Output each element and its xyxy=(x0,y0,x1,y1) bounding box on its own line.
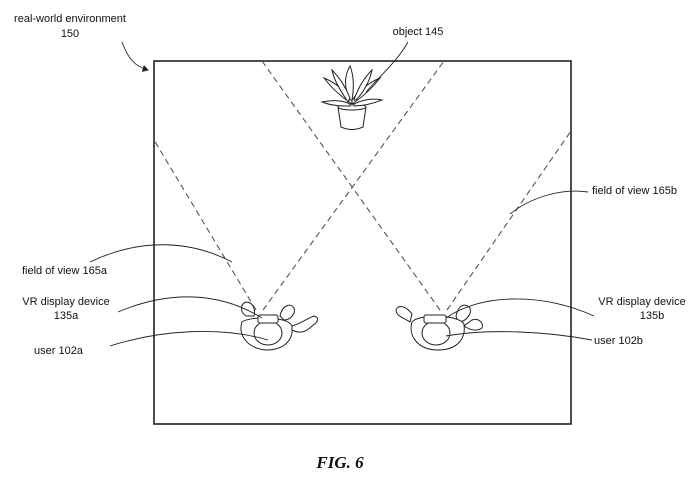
vr-device-a-number: 135a xyxy=(54,310,79,322)
environment-arrow xyxy=(121,41,149,72)
vr-device-b-number: 135b xyxy=(640,310,664,322)
vr-display-device-b xyxy=(423,314,447,324)
fov-b-label: field of view 165b xyxy=(592,185,677,197)
person-top-view-icon xyxy=(240,301,319,351)
field-of-view-a xyxy=(153,60,445,311)
fov-a-leader xyxy=(89,244,233,263)
potted-plant-icon xyxy=(320,64,384,130)
user-b-label: user 102b xyxy=(594,335,643,347)
vr-device-a-leader xyxy=(117,296,263,319)
person-top-view-icon xyxy=(395,304,483,351)
vr-device-b-leader xyxy=(445,298,595,319)
environment-number: 150 xyxy=(61,28,79,40)
object-label: object 145 xyxy=(393,26,444,38)
vr-display-device-a xyxy=(257,314,279,324)
vr-device-a-label: VR display device xyxy=(22,296,109,308)
figure-caption: FIG. 6 xyxy=(315,453,364,472)
user-a-leader xyxy=(109,331,269,347)
user-a-label: user 102a xyxy=(34,345,84,357)
object-leader xyxy=(365,41,409,93)
environment-label: real-world environment xyxy=(14,13,126,25)
environment-boundary xyxy=(153,60,572,425)
fov-b-leader xyxy=(509,190,589,215)
user-b-leader xyxy=(445,331,593,341)
field-of-view-b xyxy=(261,60,572,311)
fov-a-label: field of view 165a xyxy=(22,265,108,277)
vr-device-b-label: VR display device xyxy=(598,296,685,308)
